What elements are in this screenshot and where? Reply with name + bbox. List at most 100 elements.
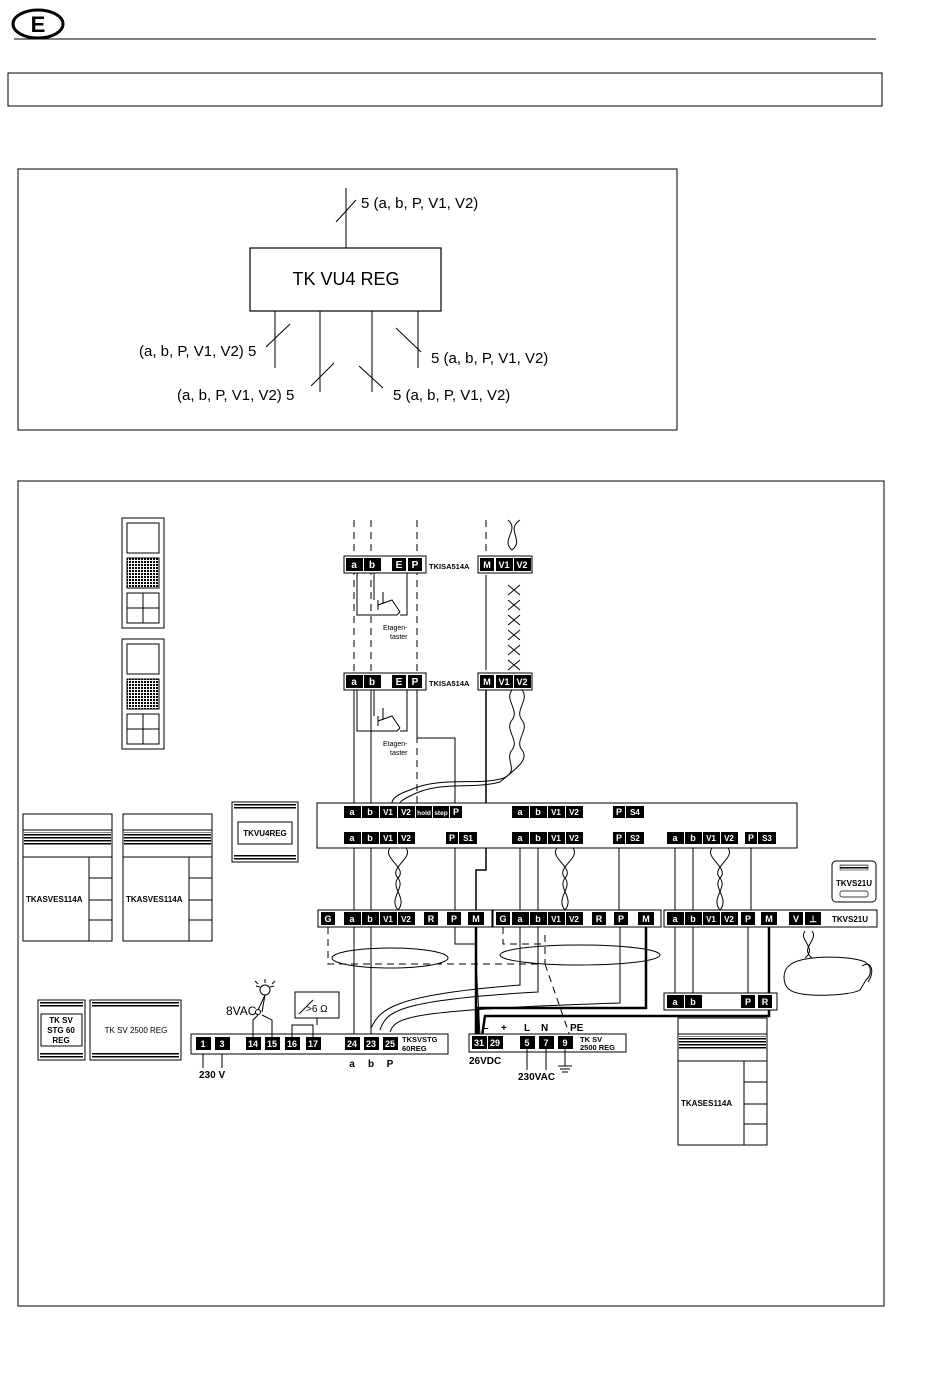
sv-name-2: 2500 REG <box>580 1043 615 1052</box>
svg-text:⊥: ⊥ <box>809 914 817 924</box>
svg-text:step: step <box>434 810 447 817</box>
sv2500-device-label: TK SV 2500 REG <box>105 1026 168 1035</box>
language-badge-e <box>11 8 65 40</box>
sv-mains-l: L <box>524 1023 530 1034</box>
stg-bus-a: a <box>349 1059 355 1070</box>
right-upper-label: 5 (a, b, P, V1, V2) <box>431 350 548 367</box>
svg-text:b: b <box>690 833 696 843</box>
isa-1-name: TKISA514A <box>429 562 470 571</box>
svg-text:S3: S3 <box>762 834 772 843</box>
asves-2-label: TKASVES114A <box>126 895 183 904</box>
svg-text:V1: V1 <box>498 677 509 687</box>
svg-text:5: 5 <box>524 1038 529 1048</box>
svg-text:V1: V1 <box>551 915 561 924</box>
svg-text:V2: V2 <box>569 808 579 817</box>
stg-device-line-3: REG <box>52 1036 69 1045</box>
isa-station-1: a b E P a b E P TKISA514A M V1 V2 Etagen… <box>343 555 533 641</box>
svg-text:M: M <box>642 914 650 924</box>
svg-text:24: 24 <box>347 1039 357 1049</box>
isa-2-switch-label-2: taster <box>390 750 408 757</box>
svg-text:a: a <box>517 914 523 924</box>
svg-text:V: V <box>793 914 799 924</box>
svg-text:G: G <box>324 914 331 924</box>
svg-text:29: 29 <box>490 1038 500 1048</box>
stg-name-2: 60REG <box>402 1044 427 1053</box>
svg-text:V1: V1 <box>706 834 716 843</box>
svg-text:V2: V2 <box>401 808 411 817</box>
door-station-2 <box>121 638 165 750</box>
svg-text:P: P <box>412 677 419 688</box>
indoor-station-asves-2: TKASVES114A <box>122 813 213 942</box>
svg-text:P: P <box>453 807 459 817</box>
sv-terminal-block: 31 29 5 7 9 TK SV 2500 REG – + L N PE 26… <box>468 1023 627 1083</box>
svg-text:b: b <box>535 833 541 843</box>
vu4-distributor: a b V1 V2 hold step P a b V1 V2 P S1 a b… <box>316 802 798 849</box>
sv-pol-minus: – <box>483 1023 489 1034</box>
sv-mains-pe: PE <box>570 1023 584 1034</box>
stg-terminal-block: 1 3 14 15 16 17 24 23 25 TKSVSTG 60REG 2… <box>190 979 449 1081</box>
svg-text:b: b <box>369 560 375 571</box>
sv-ac: 230VAC <box>518 1072 555 1083</box>
svg-text:V1: V1 <box>551 834 561 843</box>
svg-text:M: M <box>483 560 491 570</box>
svg-text:17: 17 <box>308 1039 318 1049</box>
svg-text:G: G <box>499 914 506 924</box>
svg-text:V2: V2 <box>516 677 527 687</box>
svg-text:b: b <box>690 914 696 924</box>
isa-2-name: TKISA514A <box>429 679 470 688</box>
left-lower-label: (a, b, P, V1, V2) 5 <box>177 387 294 404</box>
svg-text:b: b <box>690 997 696 1007</box>
vu4-device: TKVU4REG <box>231 801 299 863</box>
svg-text:R: R <box>596 914 603 924</box>
section-title-box <box>7 72 883 107</box>
svg-text:a: a <box>672 997 678 1007</box>
sv-dc: 26VDC <box>469 1056 501 1067</box>
svg-text:V2: V2 <box>569 915 579 924</box>
distribution-strip-1: G a b V1 V2 R P M <box>317 909 493 928</box>
language-badge-label: E <box>31 12 46 37</box>
station-wires <box>353 689 525 804</box>
vu4-out-wires <box>353 847 752 911</box>
svg-text:V2: V2 <box>401 834 411 843</box>
svg-text:a: a <box>349 807 355 817</box>
svg-text:V2: V2 <box>569 834 579 843</box>
svg-text:P: P <box>618 914 624 924</box>
svg-text:b: b <box>535 914 541 924</box>
svg-text:P: P <box>745 997 751 1007</box>
vs21-strip: a b V1 V2 P M V ⊥ TKVS21U <box>663 909 878 928</box>
isa-1-switch-label-2: taster <box>390 634 408 641</box>
vs21-strip-name: TKVS21U <box>832 915 868 924</box>
svg-text:V1: V1 <box>498 560 509 570</box>
svg-text:b: b <box>367 807 373 817</box>
svg-text:a: a <box>672 833 678 843</box>
svg-text:V1: V1 <box>551 808 561 817</box>
svg-text:a: a <box>349 914 355 924</box>
svg-text:E: E <box>396 560 403 571</box>
svg-text:M: M <box>483 677 491 687</box>
svg-text:V2: V2 <box>401 915 411 924</box>
svg-text:a: a <box>517 833 523 843</box>
svg-text:S4: S4 <box>630 808 640 817</box>
svg-text:9: 9 <box>562 1038 567 1048</box>
svg-text:25: 25 <box>385 1039 395 1049</box>
svg-text:7: 7 <box>543 1038 548 1048</box>
svg-text:15: 15 <box>267 1039 277 1049</box>
svg-text:a: a <box>349 833 355 843</box>
ases-strip: a b P R <box>663 992 778 1011</box>
asves-1-label: TKASVES114A <box>26 895 83 904</box>
stg-resistor: >6 Ω <box>306 1004 328 1015</box>
svg-text:S1: S1 <box>463 834 473 843</box>
svg-text:a: a <box>672 914 678 924</box>
svg-text:23: 23 <box>366 1039 376 1049</box>
stg-device: TK SV STG 60 REG <box>37 999 86 1061</box>
left-upper-label: (a, b, P, V1, V2) 5 <box>139 343 256 360</box>
stg-device-line-1: TK SV <box>49 1016 73 1025</box>
svg-text:V1: V1 <box>706 915 716 924</box>
svg-text:P: P <box>412 560 419 571</box>
header: E <box>7 8 883 107</box>
right-lower-label: 5 (a, b, P, V1, V2) <box>393 387 510 404</box>
svg-text:V2: V2 <box>724 834 734 843</box>
svg-text:P: P <box>745 914 751 924</box>
camera-icon <box>783 930 873 996</box>
svg-text:V2: V2 <box>724 915 734 924</box>
